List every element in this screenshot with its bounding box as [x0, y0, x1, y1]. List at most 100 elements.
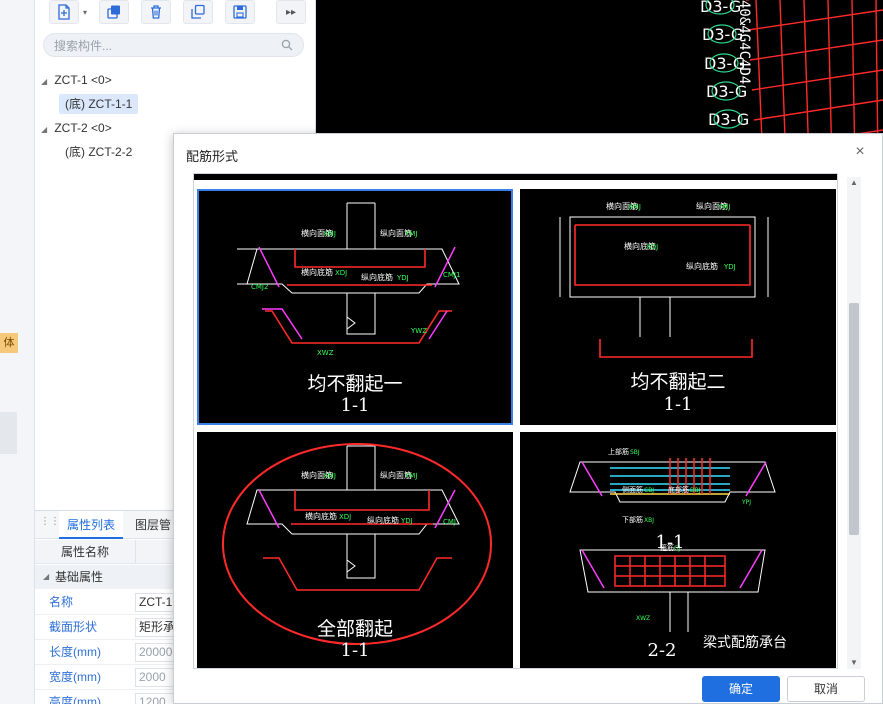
scroll-up-icon[interactable]: ▲ [850, 178, 858, 187]
rebar-code-b: YMJ [717, 203, 730, 211]
rebar-label-c: 横向底筋 [305, 511, 337, 521]
rebar-code-c: XDJ [646, 243, 658, 251]
trial-badge[interactable]: 体验 [0, 333, 18, 353]
tree-item-label: ZCT-1 <0> [54, 73, 112, 87]
rebar-label-c: 横向底筋 [624, 241, 656, 251]
property-name: 宽度(mm) [49, 670, 101, 684]
section-label: 1-1 [655, 532, 685, 553]
property-name: 高度(mm) [49, 695, 101, 704]
option-all-raised[interactable]: 横向面筋 纵向面筋 横向底筋 纵向底筋 XMJ YMJ XDJ YDJ CMJ … [197, 432, 513, 668]
scroll-down-icon[interactable]: ▼ [850, 658, 858, 667]
rebar-code-b: YMJ [404, 230, 417, 238]
rebar-label-a: 横向面筋 [301, 228, 333, 238]
rebar-code-a: XMJ [323, 472, 336, 480]
save-icon [233, 5, 247, 19]
property-name-header: 属性名称 [61, 545, 110, 559]
section-label: 1-1 [340, 640, 370, 661]
rebar-option-gallery: 横向面筋 纵向面筋 横向底筋 纵向底筋 XMJ YMJ XDJ YDJ CMJ2… [193, 173, 838, 669]
dialog-title: 配筋形式 [186, 149, 239, 164]
section-label: 1-1 [340, 395, 370, 416]
rebar-label-c: 横向底筋 [301, 267, 333, 277]
new-component-icon [58, 4, 70, 20]
rebar-label-d: 纵向底筋 [686, 261, 718, 271]
save-button[interactable] [225, 0, 255, 24]
gallery-scrollbar[interactable]: ▲ ▼ [847, 177, 861, 669]
delete-button[interactable] [141, 0, 171, 24]
strip-selection [0, 412, 17, 454]
option-caption: 梁式配筋承台 [703, 635, 787, 651]
search-icon[interactable] [281, 39, 293, 51]
rebar-code-d: YDJ [400, 517, 413, 525]
rebar-label-e: 箍筋 [660, 543, 674, 552]
option-beam-style-cap[interactable]: 上部筋 侧面筋 底部筋 下部筋 箍筋 SBJ CBJ DBJ XBJ GJ XW… [520, 432, 836, 668]
rebar-label-a: 横向面筋 [606, 201, 638, 211]
tab-property-list[interactable]: 属性列表 [59, 511, 124, 539]
previous-row-edge [194, 174, 837, 180]
drag-grip-icon[interactable]: ⋮⋮ [40, 516, 60, 527]
rebar-label-d: 下部筋 [622, 515, 643, 524]
column-divider[interactable] [135, 540, 136, 564]
option-caption: 均不翻起一 [307, 373, 403, 395]
rebar-code-e: CMJ2 [251, 283, 268, 291]
rebar-label-c: 底部筋 [668, 485, 689, 494]
rebar-code-d: XBJ [644, 517, 654, 524]
caret-down-icon[interactable]: ◢ [43, 572, 50, 581]
caret-down-icon[interactable]: ◢ [41, 125, 48, 134]
duplicate-layer-icon [191, 4, 205, 19]
rebar-label-b: 纵向面筋 [380, 470, 412, 480]
close-icon[interactable]: × [855, 143, 865, 160]
tree-item-zct-2-2[interactable]: (底) ZCT-2-2 [65, 142, 132, 162]
tree-item-zct-1[interactable]: ◢ ZCT-1 <0> [41, 70, 112, 90]
rebar-code-a: SBJ [630, 449, 640, 456]
rebar-code-e: CMJ [443, 518, 456, 526]
tree-item-zct-2[interactable]: ◢ ZCT-2 <0> [41, 118, 112, 138]
component-toolbar: ▾ ▸▸ [35, 0, 316, 30]
tree-item-zct-1-1[interactable]: (底) ZCT-1-1 [59, 94, 139, 114]
rebar-label-b: 侧面筋 [622, 485, 643, 494]
option-caption: 均不翻起二 [630, 371, 726, 393]
rebar-diagram: 横向面筋 纵向面筋 横向底筋 纵向底筋 XMJ YMJ XDJ YDJ [559, 201, 769, 358]
more-tools-button[interactable]: ▸▸ [276, 0, 306, 24]
property-group-label: 基础属性 [55, 570, 104, 584]
rebar-code-g: YPJ [741, 499, 751, 506]
property-name: 截面形状 [49, 620, 98, 634]
rebar-label-b: 纵向面筋 [696, 201, 728, 211]
new-component-button[interactable] [49, 0, 79, 24]
tree-item-label: (底) ZCT-2-2 [65, 145, 133, 159]
ok-button[interactable]: 确定 [702, 676, 780, 702]
new-dropdown-arrow[interactable]: ▾ [82, 7, 87, 17]
rebar-code-a: XMJ [323, 230, 336, 238]
rebar-code-c: XDJ [335, 269, 347, 277]
left-side-strip: 体验 [0, 0, 35, 704]
rebar-label-a: 上部筋 [608, 447, 629, 456]
rebar-code-c: DBJ [690, 487, 701, 494]
delete-icon [151, 5, 161, 19]
search-input[interactable] [54, 37, 274, 54]
property-name: 长度(mm) [49, 645, 101, 659]
rebar-label-a: 横向面筋 [301, 470, 333, 480]
section-label: 2-2 [647, 640, 677, 661]
cancel-button[interactable]: 取消 [787, 676, 865, 702]
tree-item-label: ZCT-2 <0> [54, 121, 112, 135]
rebar-code-a: XMJ [628, 203, 641, 211]
rebar-code-d: YDJ [396, 274, 409, 282]
copy-button[interactable] [99, 0, 129, 24]
scrollbar-thumb[interactable] [849, 303, 859, 535]
option-none-raised-2[interactable]: 横向面筋 纵向面筋 横向底筋 纵向底筋 XMJ YMJ XDJ YDJ 均不翻起… [520, 189, 836, 425]
rebar-diagram: 横向面筋 纵向面筋 横向底筋 纵向底筋 XMJ YMJ XDJ YDJ CMJ2… [237, 202, 460, 357]
rebar-code-b: YMJ [404, 472, 417, 480]
double-chevron-right-icon: ▸▸ [285, 6, 297, 18]
option-none-raised-1[interactable]: 横向面筋 纵向面筋 横向底筋 纵向底筋 XMJ YMJ XDJ YDJ CMJ2… [197, 189, 513, 425]
cad-vertical-text: 40&4G4C4D4 [736, 0, 752, 84]
rebar-label-d: 纵向底筋 [361, 272, 393, 282]
property-name: 名称 [49, 595, 74, 609]
rebar-code-e: GJ [674, 545, 681, 552]
rebar-code-g: XWZ [317, 349, 334, 357]
rebar-diagram: 上部筋 侧面筋 底部筋 下部筋 箍筋 SBJ CBJ DBJ XBJ GJ XW… [569, 447, 776, 632]
rebar-code-b: CBJ [644, 487, 654, 494]
duplicate-layer-button[interactable] [183, 0, 213, 24]
tab-layer-management[interactable]: 图层管 [135, 518, 172, 532]
component-search [43, 33, 304, 57]
caret-down-icon[interactable]: ◢ [41, 77, 48, 86]
rebar-label-b: 纵向面筋 [380, 228, 412, 238]
